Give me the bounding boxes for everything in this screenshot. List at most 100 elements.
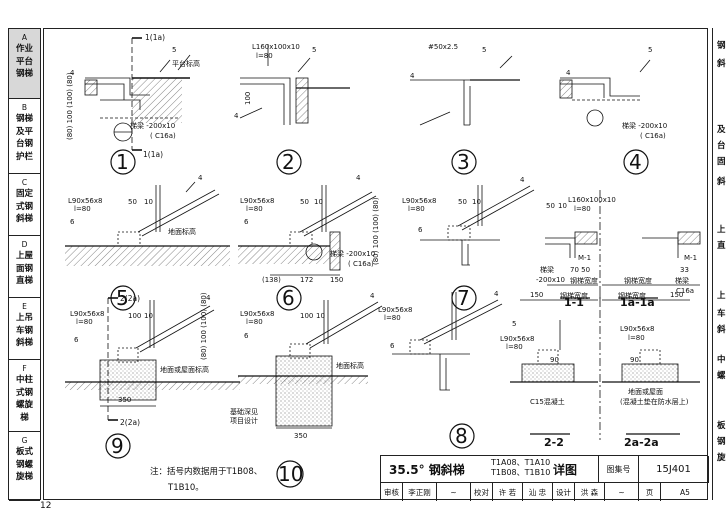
d1-sec-top: 1(1a)	[145, 33, 165, 42]
detail-3	[410, 55, 520, 126]
d9-len: l=80	[76, 318, 93, 326]
right-tab-char: 上	[717, 291, 726, 301]
drawing-frame	[43, 28, 708, 500]
section-1-1	[545, 190, 701, 305]
d10-len: l=80	[246, 318, 263, 326]
d5-number: 5	[116, 286, 129, 310]
d5-d50: 50	[128, 198, 137, 206]
right-tab-char: 固	[717, 157, 726, 167]
d1-weld-4: 4	[70, 69, 75, 77]
d1-sec-bot: 1(1a)	[143, 150, 163, 159]
chapter-tab-text: 护栏	[15, 151, 33, 162]
chapter-tab-letter: G	[21, 436, 28, 445]
title-cell: 35.5° 钢斜梯 T1A08、T1A10 T1B08、T1B10 详图	[381, 456, 599, 483]
d9-dims: (80) 100 (100) (80)	[200, 292, 208, 360]
sec2a-len: l=80	[628, 334, 645, 342]
d10-number-circle	[276, 460, 304, 488]
d2-weld-4: 4	[234, 112, 239, 120]
d9-weld-4: 4	[206, 294, 211, 302]
d5-weld-6: 6	[70, 218, 75, 226]
right-tab-char: 螺	[717, 371, 726, 381]
chapter-tab-text: 上吊	[15, 313, 33, 323]
d1-weld-5: 5	[172, 46, 176, 54]
detail-7	[420, 185, 535, 266]
d4-beam: 梯梁 -200x10	[622, 121, 667, 130]
d6-d50: 50	[300, 198, 309, 206]
right-tab-char: 斜	[717, 177, 726, 187]
right-tab-char: 中	[717, 355, 726, 365]
d7-d10: 10	[472, 198, 481, 206]
d2-weld-5: 5	[312, 46, 316, 54]
d4-weld-5: 5	[648, 46, 652, 54]
d2-number: 2	[282, 150, 295, 174]
d8-steel: L90x56x8	[378, 306, 412, 314]
chapter-tab-text: 及平	[15, 126, 33, 137]
d6-b150: 150	[330, 276, 343, 284]
chapter-tab-letter: D	[21, 240, 28, 249]
d2-steel: L160x100x10	[252, 43, 300, 51]
d8-number-circle	[449, 423, 475, 449]
d9-d10: 10	[144, 312, 153, 320]
sec11-d10: 10	[558, 202, 567, 210]
d10-d10: 10	[316, 312, 325, 320]
sec22-width: 钢梯宽度	[560, 291, 588, 300]
title-block: 35.5° 钢斜梯 T1A08、T1A10 T1B08、T1B10 详图 图集号…	[380, 455, 709, 501]
sec11-width: 钢梯宽度	[570, 276, 598, 285]
chapter-tab-text: 作业	[15, 44, 33, 54]
sec11-steel: L160x100x10	[568, 196, 616, 204]
sec2a-d150: 150	[670, 291, 683, 299]
checker: 许 若	[493, 483, 523, 501]
chapter-tab-text: 中柱	[15, 375, 33, 385]
models-line-2: T1B08、T1B10	[491, 468, 551, 477]
detail-9	[65, 297, 240, 421]
chapter-tab-text: 固定	[15, 189, 33, 199]
reviewer: 李正刚	[403, 483, 437, 501]
d6-number: 6	[282, 286, 295, 310]
d1-number-circle	[110, 149, 136, 175]
right-edge-tabs: 钢斜及台固斜上直上车斜中螺板钢旋	[712, 28, 728, 500]
sec1a-title: 1a-1a	[620, 296, 655, 309]
d2-number-circle	[276, 149, 302, 175]
right-tab-char: 钢	[717, 437, 726, 447]
d4-number: 4	[629, 150, 642, 174]
chapter-tab-text: 直梯	[15, 276, 33, 286]
d4-beam2: ( C16a)	[640, 132, 666, 140]
chapter-tab-text: 上屋	[15, 251, 33, 261]
sec11-d7050: 70 50	[570, 266, 590, 274]
chapter-tab-letter: F	[22, 364, 27, 373]
d10-number: 10	[278, 462, 303, 486]
note: 注：括号内数据用于T1B08、 T1B10。	[150, 464, 262, 496]
chapter-tab-text: 斜梯	[15, 214, 33, 224]
d9-d350: 350	[118, 396, 131, 404]
atlas-number: 15J401	[639, 456, 709, 483]
sec2a-width: 钢梯宽度	[618, 291, 646, 300]
d8-number: 8	[455, 424, 468, 448]
d9-steel: L90x56x8	[70, 310, 104, 318]
right-tab-char: 车	[717, 309, 726, 319]
sec22-d90: 90	[550, 356, 559, 364]
chapter-tab-letter: C	[21, 178, 28, 187]
d2-dim: 100	[244, 92, 252, 105]
note-line-2: T1B10。	[168, 483, 204, 493]
d5-ground-label: 地面标高	[168, 227, 196, 236]
d10-ground-label: 地面标高	[336, 361, 364, 370]
d7-weld-6: 6	[418, 226, 423, 234]
detail-6	[238, 185, 377, 276]
d6-d10: 10	[314, 198, 323, 206]
page-number: 12	[40, 501, 52, 511]
d6-weld-6: 6	[244, 218, 249, 226]
chapter-tab-text: 螺旋	[15, 400, 33, 410]
right-tab-char: 上	[717, 225, 726, 235]
chapter-tab-text: 车钢	[15, 325, 33, 336]
d6-len: l=80	[246, 205, 263, 213]
